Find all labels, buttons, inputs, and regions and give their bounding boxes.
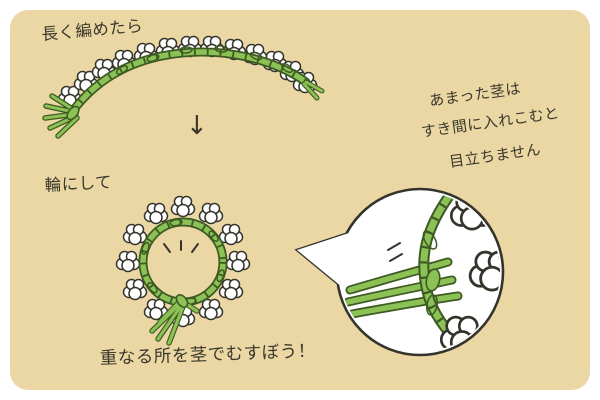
flower-puff <box>115 250 141 273</box>
stem-tip <box>302 80 324 100</box>
bubble-content <box>343 192 500 352</box>
flower-puff <box>143 202 169 225</box>
knot-stem-ends <box>150 298 199 345</box>
braid-loop <box>146 53 160 63</box>
knot-wrap <box>175 294 189 308</box>
flower-puff <box>218 278 244 301</box>
braid-loop <box>208 230 219 243</box>
braid-loop <box>281 62 293 74</box>
wreath-illustration <box>115 195 251 346</box>
braid-loop <box>214 45 228 53</box>
flower-puff <box>198 202 224 225</box>
down-arrow-icon: ↓ <box>186 111 208 141</box>
braid-loop <box>169 218 183 227</box>
flower-puff <box>122 278 148 301</box>
braided-garland-illustration <box>42 35 325 139</box>
flower-puff <box>218 223 244 246</box>
knot-emphasis-marks <box>163 240 199 253</box>
braid-loop <box>147 281 158 294</box>
braid-loop <box>426 294 438 316</box>
tuck-emphasis-marks <box>387 242 403 262</box>
braid-loop <box>141 241 150 255</box>
tucked-stem <box>347 259 451 293</box>
flower-puff <box>170 195 196 218</box>
stem-binding-wrap <box>66 105 80 121</box>
braid-loop <box>249 51 263 61</box>
flower-puff <box>225 250 251 273</box>
step2-label: 輪にして <box>44 172 112 195</box>
tucked-stem <box>349 293 461 317</box>
tuck-wrap <box>425 268 441 292</box>
stem-ends <box>43 94 79 138</box>
braid-loop <box>115 65 129 75</box>
magnified-detail-bubble <box>294 187 505 357</box>
braid-loop <box>179 46 193 54</box>
flower-puff <box>122 223 148 246</box>
tucked-stem <box>345 277 455 305</box>
braid-loop <box>216 269 225 283</box>
flower-puff <box>198 298 224 321</box>
braid-loop <box>422 230 438 250</box>
bubble-tail-fill <box>297 232 352 292</box>
